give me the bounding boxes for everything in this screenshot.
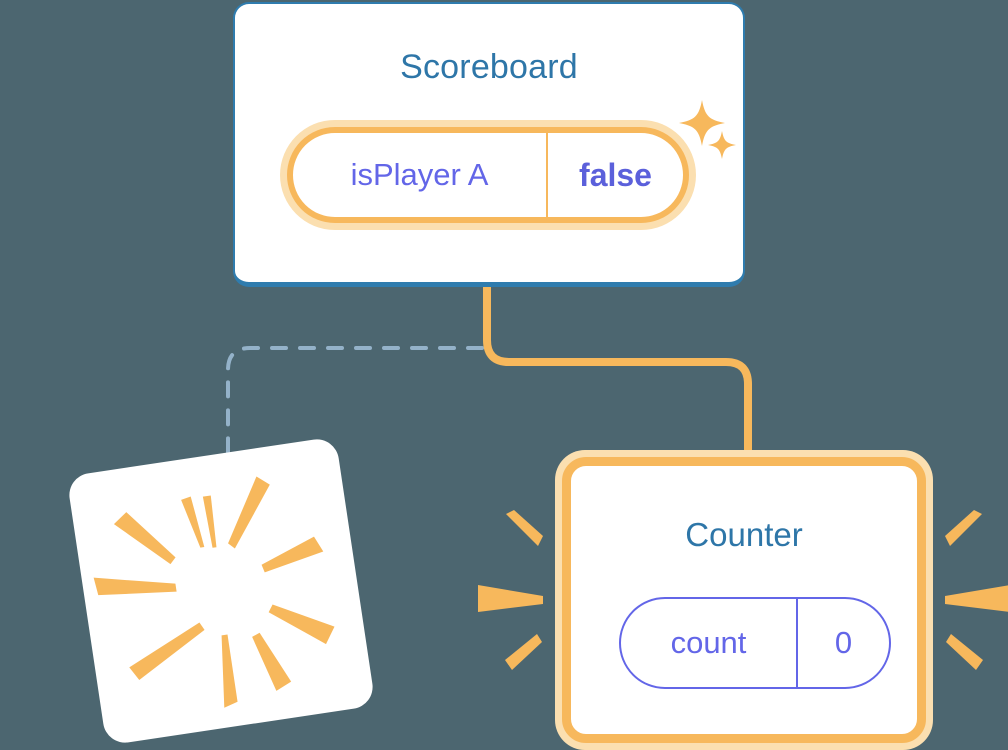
dashed-connector-to-blank-card xyxy=(226,346,484,484)
counter-card[interactable]: Counter count 0 xyxy=(555,450,933,750)
scoreboard-title: Scoreboard xyxy=(400,48,578,86)
counter-prop-key-cell: count xyxy=(621,599,798,687)
counter-prop-value-cell: 0 xyxy=(798,599,889,687)
counter-card-inner: Counter count 0 xyxy=(562,457,926,743)
counter-prop-value: 0 xyxy=(834,625,853,660)
scoreboard-prop-value-cell: false xyxy=(548,133,683,217)
scoreboard-card[interactable]: Scoreboard isPlayer A false xyxy=(233,2,745,287)
counter-title: Counter xyxy=(685,516,803,553)
sparkle-large-icon xyxy=(679,100,725,146)
solid-connector-scoreboard-to-counter xyxy=(483,276,752,462)
sparkle-small-icon xyxy=(708,131,736,159)
scoreboard-prop-pill-inner: isPlayer A false xyxy=(287,127,689,223)
scoreboard-prop-pill[interactable]: isPlayer A false xyxy=(280,120,696,230)
counter-prop-key: count xyxy=(670,625,747,660)
counter-prop-pill[interactable]: count 0 xyxy=(619,597,891,689)
scoreboard-prop-key: isPlayer A xyxy=(350,157,489,192)
scoreboard-prop-value: false xyxy=(579,156,652,193)
scoreboard-prop-key-cell: isPlayer A xyxy=(293,133,548,217)
